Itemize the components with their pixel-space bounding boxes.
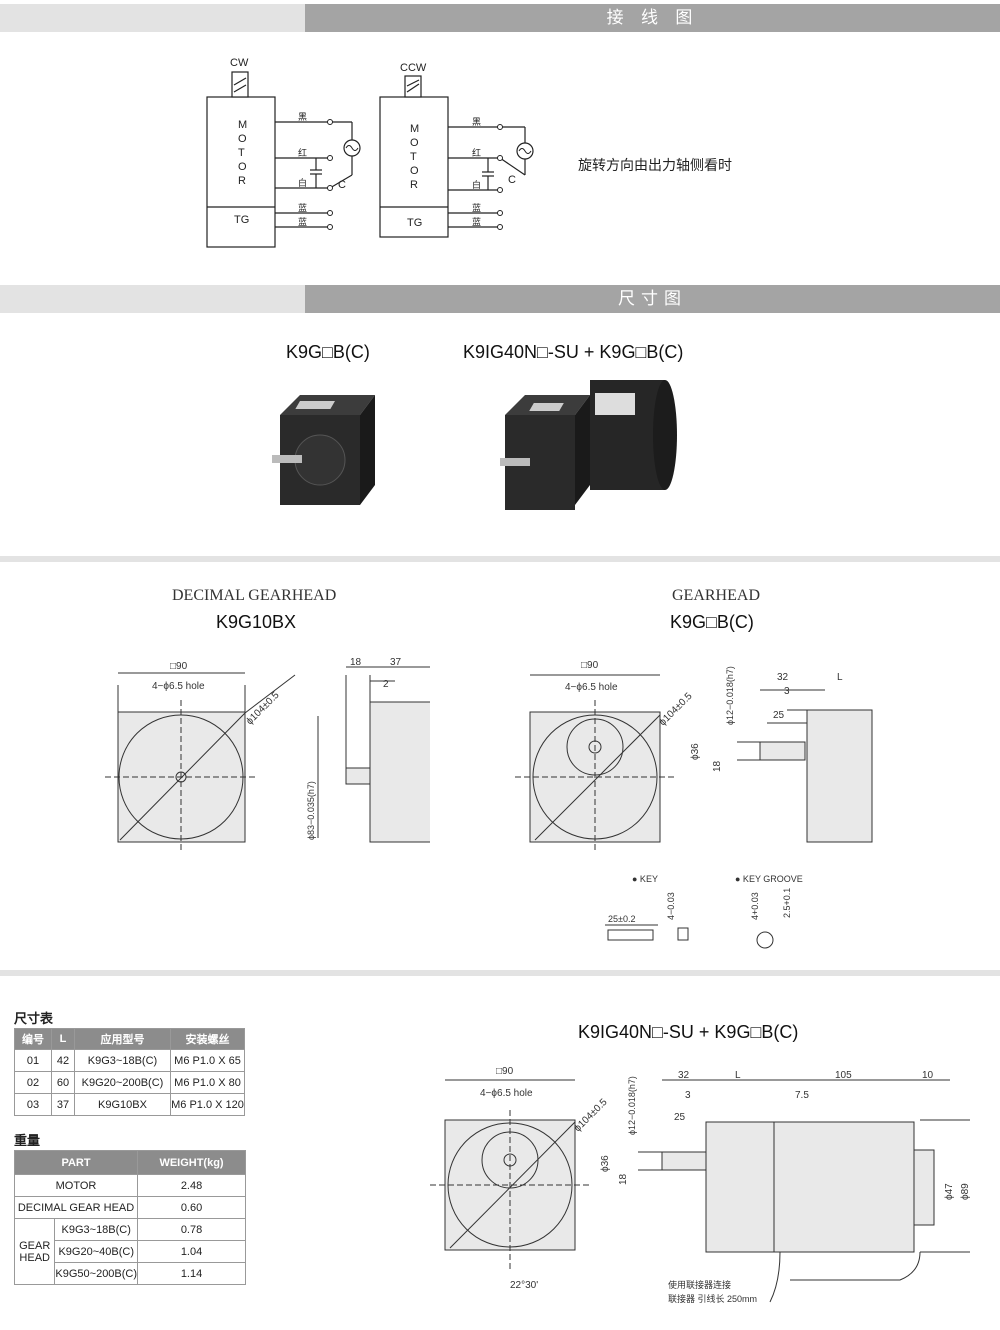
svg-text:ϕ104±0.5: ϕ104±0.5 [572,1097,610,1135]
svg-text:7.5: 7.5 [795,1090,809,1101]
table-row: K9G50~200B(C)1.14 [15,1262,246,1285]
table-row: K9G20~40B(C)1.04 [15,1240,246,1263]
svg-text:蓝: 蓝 [298,202,307,213]
combo-title: K9IG40N□-SU + K9G□B(C) [578,1022,799,1042]
svg-text:O: O [410,165,419,177]
svg-text:22°30': 22°30' [510,1280,538,1291]
key-groove-label: ● KEY GROOVE [735,874,803,884]
svg-text:ϕ12−0.018(h7): ϕ12−0.018(h7) [627,1076,637,1135]
wiring-diagram: CW CCW M O T O R TG M O T O R TG 黑 红 白 蓝… [206,57,732,248]
svg-text:蓝: 蓝 [472,202,481,213]
photo-title-right: K9IG40N□-SU + K9G□B(C) [463,342,684,362]
photo-title-left: K9G□B(C) [286,342,370,362]
svg-text:25: 25 [674,1112,686,1123]
svg-text:32: 32 [777,672,789,683]
svg-text:10: 10 [922,1070,934,1081]
combo-note-connector: 使用联接器连接 [668,1279,731,1290]
svg-text:4−ϕ6.5 hole: 4−ϕ6.5 hole [152,681,205,692]
svg-text:4−ϕ6.5 hole: 4−ϕ6.5 hole [480,1088,533,1099]
svg-text:R: R [410,179,418,191]
svg-text:37: 37 [390,657,402,668]
svg-text:ϕ47: ϕ47 [944,1183,955,1200]
svg-text:红: 红 [298,147,307,158]
svg-text:M: M [238,119,247,131]
svg-text:白: 白 [298,177,307,188]
svg-text:2: 2 [383,679,389,690]
svg-text:M: M [410,123,419,135]
svg-text:3: 3 [784,686,790,697]
key-label: ● KEY [632,874,658,884]
divider [0,970,1000,976]
gearhead-caption: GEARHEAD [672,587,760,604]
product-photos [272,380,677,510]
svg-text:4−ϕ6.5 hole: 4−ϕ6.5 hole [565,682,618,693]
svg-text:ϕ12−0.018(h7): ϕ12−0.018(h7) [725,666,735,725]
ccw-tg-label: TG [407,217,422,229]
ccw-label: CCW [400,62,427,74]
svg-text:ϕ36: ϕ36 [690,743,701,760]
weight-table-title: 重量 [14,1134,41,1149]
svg-text:L: L [735,1070,741,1081]
svg-text:O: O [238,161,247,173]
rotation-note: 旋转方向由出力轴侧看时 [578,157,732,173]
svg-text:□90: □90 [496,1066,514,1077]
cw-label: CW [230,57,249,69]
svg-text:25: 25 [773,710,785,721]
svg-text:□90: □90 [170,661,188,672]
key-details: ● KEY ● KEY GROOVE 25±0.2 4−0.03 4+0.03 … [605,874,803,949]
svg-text:ϕ104±0.5: ϕ104±0.5 [657,691,695,729]
divider [0,556,1000,562]
svg-text:18: 18 [712,760,723,772]
svg-text:蓝: 蓝 [298,216,307,227]
svg-text:4+0.03: 4+0.03 [750,892,760,920]
svg-text:L: L [837,672,843,683]
svg-text:C: C [508,174,516,186]
svg-text:3: 3 [685,1090,691,1101]
svg-text:红: 红 [472,147,481,158]
svg-text:C: C [338,179,346,191]
gearhead-model: K9G□B(C) [670,612,754,632]
svg-text:ϕ36: ϕ36 [600,1155,611,1172]
dimension-section-header: 尺寸图 [0,285,1000,313]
svg-text:18: 18 [350,657,362,668]
svg-text:R: R [238,175,246,187]
svg-text:2.5+0.1: 2.5+0.1 [782,888,792,918]
svg-text:T: T [238,147,245,159]
decimal-gearhead-drawing: □90 4−ϕ6.5 hole ϕ104±0.5 18 37 2 ϕ83−0.0… [105,657,430,850]
gearhead-drawing: □90 4−ϕ6.5 hole ϕ104±0.5 ϕ12−0.018(h7) 3… [515,660,873,850]
svg-text:32: 32 [678,1070,690,1081]
svg-text:4−0.03: 4−0.03 [666,892,676,920]
dim-table-title: 尺寸表 [14,1012,54,1027]
wiring-section-header: 接 线 图 [0,4,1000,32]
svg-text:18: 18 [618,1173,629,1185]
combo-note-lead: 联接器 引线长 250mm [668,1293,757,1304]
svg-text:105: 105 [835,1070,852,1081]
svg-text:黑: 黑 [472,117,481,127]
svg-text:ϕ89: ϕ89 [960,1183,971,1200]
decimal-model: K9G10BX [216,612,297,632]
svg-text:25±0.2: 25±0.2 [608,914,635,924]
decimal-caption: DECIMAL GEARHEAD [172,587,337,604]
svg-text:白: 白 [472,179,481,190]
cw-tg-label: TG [234,214,249,226]
combo-drawing: □90 4−ϕ6.5 hole ϕ104±0.5 ϕ12−0.018(h7) 3… [430,1066,971,1304]
wiring-section-title: 接 线 图 [305,4,1000,32]
dimension-section-title: 尺寸图 [305,285,1000,313]
svg-text:黑: 黑 [298,112,307,122]
svg-text:□90: □90 [581,660,599,671]
svg-text:O: O [410,137,419,149]
svg-text:T: T [410,151,417,163]
svg-text:ϕ83−0.035(h7): ϕ83−0.035(h7) [306,781,316,840]
svg-text:O: O [238,133,247,145]
svg-text:ϕ104±0.5: ϕ104±0.5 [244,690,282,728]
svg-text:蓝: 蓝 [472,216,481,227]
table-row: GEAR HEAD K9G3~18B(C)0.78 [13,1218,246,1285]
